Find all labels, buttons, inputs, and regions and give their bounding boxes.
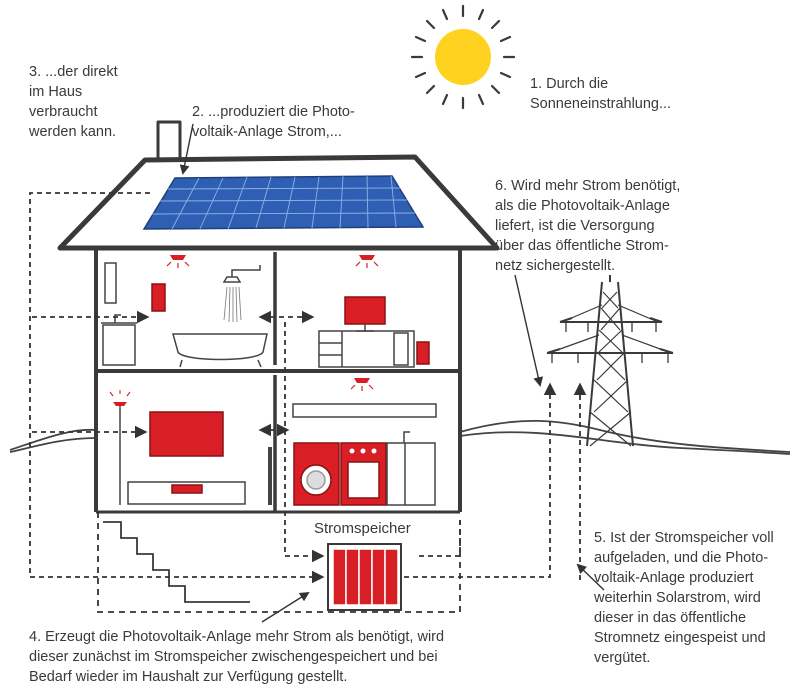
heater [151, 283, 166, 312]
heater-office [416, 341, 430, 365]
landscape-hills [9, 419, 791, 455]
caption-step-4: 4. Erzeugt die Photovoltaik-Anlage mehr … [29, 629, 445, 685]
computer-tower [393, 332, 409, 366]
desk [318, 330, 415, 368]
kitchen [292, 403, 437, 506]
floor-lamp [109, 390, 131, 505]
ceiling-lamp-icon [166, 255, 379, 391]
office [318, 296, 430, 368]
tv-icon [149, 411, 224, 457]
caption-step-6: 6. Wird mehr Strom benötigt, als die Pho… [495, 178, 681, 274]
sink-unit [101, 314, 137, 366]
caption-step-5: 5. Ist der Stromspeicher voll aufgeladen… [594, 530, 774, 666]
house [57, 120, 500, 514]
bathroom [101, 262, 268, 368]
kitchen-cabinet [386, 442, 436, 506]
power-pylon-icon [546, 275, 674, 447]
caption-pointers [179, 123, 605, 623]
stove-icon [340, 442, 387, 506]
sun-icon [410, 4, 516, 110]
caption-step-3: 3. ...der direkt im Haus verbraucht werd… [29, 64, 118, 140]
stairs-icon [103, 521, 250, 603]
computer-monitor-icon [344, 296, 386, 332]
solar-panel-icon [142, 175, 425, 230]
chimney [156, 120, 182, 158]
door-jamb [268, 447, 272, 505]
storage-label: Stromspeicher [314, 520, 411, 537]
bathtub-icon [172, 333, 268, 368]
washing-machine-icon [293, 442, 340, 506]
wall-cabinet [292, 403, 437, 418]
receiver [171, 484, 203, 494]
caption-step-2: 2. ...produziert die Photo- voltaik-Anla… [192, 104, 355, 140]
living-room [109, 390, 272, 505]
caption-step-1: 1. Durch die Sonneneinstrahlung... [530, 76, 672, 112]
battery-storage-icon [327, 543, 402, 611]
shower-icon [222, 265, 261, 323]
cabinet [104, 262, 117, 304]
roof [57, 154, 500, 251]
